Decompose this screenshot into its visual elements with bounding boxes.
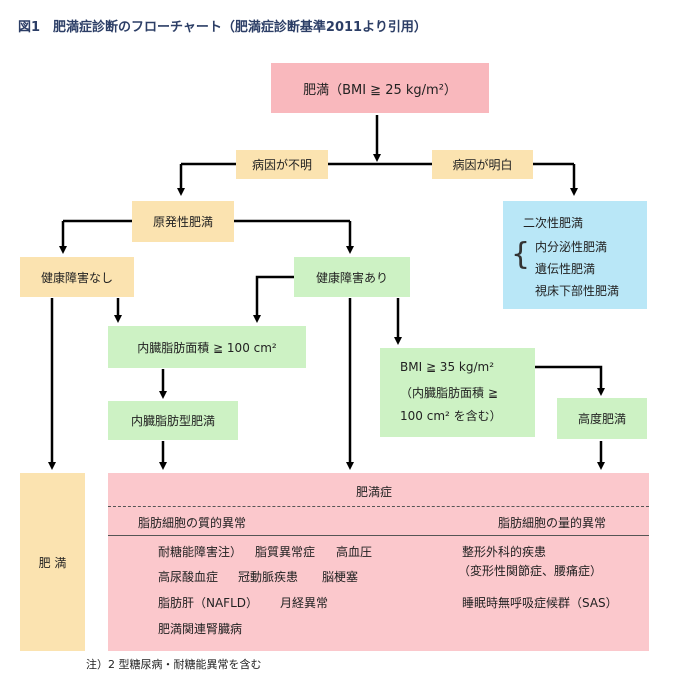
arrow-bmi35-severe <box>535 365 605 396</box>
secondary-heading: 二次性肥満 <box>523 216 584 230</box>
disease-item: 整形外科的疾患 <box>462 545 547 559</box>
disease-item: 脳梗塞 <box>322 570 359 584</box>
disease-item: 高血圧 <box>336 545 373 559</box>
node-primary-obesity: 原発性肥満 <box>132 201 234 242</box>
secondary-item: 遺伝性肥満 <box>535 262 596 276</box>
disease-item: 脂肪肝（NAFLD） <box>158 596 259 610</box>
secondary-item: 内分泌性肥満 <box>535 240 608 254</box>
footnote: 注）2 型糖尿病・耐糖能異常を含む <box>86 658 262 671</box>
node-secondary-obesity: 二次性肥満 { 内分泌性肥満 遺伝性肥満 視床下部性肥満 <box>503 201 647 309</box>
bmi35-line: （内臓脂肪面積 ≧ <box>400 386 498 400</box>
disease-item: 肥満関連腎臓病 <box>158 622 243 636</box>
bmi35-line: BMI ≧ 35 kg/m² <box>400 360 495 374</box>
obesity-disease-label: 肥満症 <box>356 485 393 499</box>
node-obesity-bmi: 肥満（BMI ≧ 25 kg/m²） <box>271 63 489 113</box>
node-obesity-plain: 肥 満 <box>20 473 85 651</box>
arrow-disorder-visceral <box>253 275 294 323</box>
disease-item: 冠動脈疾患 <box>238 570 299 584</box>
secondary-item: 視床下部性肥満 <box>535 284 620 298</box>
dashed-divider <box>108 506 649 507</box>
disease-item: 耐糖能障害注） <box>158 545 243 559</box>
disease-item: 月経異常 <box>280 596 329 610</box>
bmi35-line: 100 cm² を含む） <box>400 409 502 423</box>
node-health-disorder: 健康障害あり <box>294 257 410 297</box>
secondary-brace-icon: { <box>511 237 531 272</box>
disease-item: 睡眠時無呼吸症候群（SAS） <box>462 596 618 610</box>
node-visceral-fat-obesity: 内臓脂肪型肥満 <box>108 401 238 440</box>
node-severe-obesity: 高度肥満 <box>557 398 647 439</box>
node-bmi35: BMI ≧ 35 kg/m² （内臓脂肪面積 ≧ 100 cm² を含む） <box>380 348 535 437</box>
node-cause-known: 病因が明白 <box>432 150 533 179</box>
node-no-health-disorder: 健康障害なし <box>20 257 134 297</box>
figure-title: 図1 肥満症診断のフローチャート（肥満症診断基準2011より引用） <box>18 20 427 35</box>
qualitative-label: 脂肪細胞の質的異常 <box>138 516 247 530</box>
node-visceral-fat-area: 内臓脂肪面積 ≧ 100 cm² <box>108 326 306 368</box>
node-obesity-disease: 肥満症 脂肪細胞の質的異常 脂肪細胞の量的異常 耐糖能障害注） 脂質異常症 高血… <box>108 473 649 651</box>
node-cause-unknown: 病因が不明 <box>236 150 328 179</box>
disease-item: 高尿酸血症 <box>158 570 219 584</box>
solid-divider <box>108 535 649 536</box>
disease-item: （変形性関節症、腰痛症） <box>458 564 603 578</box>
quantitative-label: 脂肪細胞の量的異常 <box>498 516 607 530</box>
disease-item: 脂質異常症 <box>255 545 316 559</box>
